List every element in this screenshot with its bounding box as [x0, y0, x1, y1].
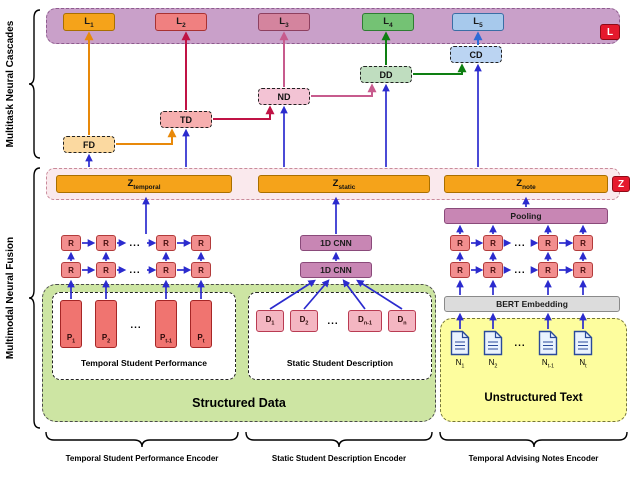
rnn-cell: R	[450, 235, 470, 251]
performance-item: Pt-1	[155, 300, 177, 348]
rnn-cell: R	[96, 235, 116, 251]
bert-embedding-box: BERT Embedding	[444, 296, 620, 312]
note-label: N2	[488, 358, 498, 370]
loss-box-l3: L3	[258, 13, 310, 31]
cascades-side-label: Multitask Neural Cascades	[5, 20, 16, 148]
rnn-cell: R	[61, 235, 81, 251]
performance-label: Pt	[197, 333, 205, 345]
loss-band	[46, 8, 620, 44]
unstructured-text-container	[440, 318, 627, 422]
description-item: Dn-1	[348, 310, 382, 332]
decoder-nd: ND	[258, 88, 310, 105]
ellipsis: ...	[130, 319, 142, 331]
note-icon	[483, 330, 503, 356]
note-icon	[538, 330, 558, 356]
temporal-performance-title: Temporal Student Performance	[81, 358, 207, 368]
z-static-box: Zstatic	[258, 175, 430, 193]
rnn-cell: R	[573, 235, 593, 251]
z-temporal-box: Ztemporal	[56, 175, 232, 193]
performance-label: P2	[101, 333, 111, 345]
description-label: Dn	[397, 315, 407, 327]
rnn-cell: R	[538, 262, 558, 278]
loss-box-l1: L1	[63, 13, 115, 31]
encoder-label-static: Static Student Description Encoder	[271, 454, 407, 463]
performance-item: Pt	[190, 300, 212, 348]
rnn-cell: R	[156, 262, 176, 278]
description-label: Dn-1	[358, 315, 372, 327]
rnn-cell: R	[191, 235, 211, 251]
loss-box-l2: L2	[155, 13, 207, 31]
description-item: D1	[256, 310, 284, 332]
loss-band-tag: L	[600, 24, 620, 40]
decoder-cd: CD	[450, 46, 502, 63]
z-label: Znote	[516, 177, 536, 191]
note-label: N1	[455, 358, 465, 370]
rnn-cell: R	[538, 235, 558, 251]
ellipsis: ...	[514, 264, 526, 276]
rnn-cell: R	[573, 262, 593, 278]
structured-data-title: Structured Data	[192, 396, 286, 410]
loss-box-l4: L4	[362, 13, 414, 31]
static-description-title: Static Student Description	[286, 358, 394, 368]
loss-label: L2	[176, 15, 186, 29]
performance-label: P1	[66, 333, 76, 345]
description-label: D2	[299, 315, 309, 327]
loss-label: L4	[383, 15, 393, 29]
z-label: Ztemporal	[127, 177, 161, 191]
performance-item: P1	[60, 300, 82, 348]
rnn-cell: R	[96, 262, 116, 278]
performance-label: Pt-1	[160, 333, 172, 345]
decoder-td: TD	[160, 111, 212, 128]
note-label: Nt	[579, 358, 587, 370]
description-label: D1	[265, 315, 275, 327]
encoder-label-notes: Temporal Advising Notes Encoder	[468, 454, 599, 463]
z-band-tag: Z	[612, 176, 630, 192]
z-label: Zstatic	[332, 177, 356, 191]
ellipsis: ...	[129, 264, 141, 276]
description-item: Dn	[388, 310, 416, 332]
decoder-dd: DD	[360, 66, 412, 83]
rnn-cell: R	[61, 262, 81, 278]
rnn-cell: R	[483, 235, 503, 251]
unstructured-text-title: Unstructured Text	[484, 392, 583, 404]
note-icon	[573, 330, 593, 356]
rnn-cell: R	[450, 262, 470, 278]
encoder-label-temporal: Temporal Student Performance Encoder	[65, 454, 219, 463]
description-item: D2	[290, 310, 318, 332]
ellipsis: ...	[514, 337, 526, 349]
performance-item: P2	[95, 300, 117, 348]
cnn-box-upper: 1D CNN	[300, 235, 372, 251]
loss-label: L1	[84, 15, 94, 29]
ellipsis: ...	[514, 237, 526, 249]
note-icon	[450, 330, 470, 356]
ellipsis: ...	[327, 315, 339, 327]
rnn-cell: R	[483, 262, 503, 278]
fusion-side-label: Multimodal Neural Fusion	[5, 236, 16, 360]
note-label: Nt-1	[541, 358, 555, 370]
loss-label: L3	[279, 15, 289, 29]
loss-box-l5: L5	[452, 13, 504, 31]
loss-label: L5	[473, 15, 483, 29]
rnn-cell: R	[156, 235, 176, 251]
decoder-fd: FD	[63, 136, 115, 153]
ellipsis: ...	[129, 237, 141, 249]
rnn-cell: R	[191, 262, 211, 278]
pooling-box: Pooling	[444, 208, 608, 224]
cnn-box-lower: 1D CNN	[300, 262, 372, 278]
z-note-box: Znote	[444, 175, 608, 193]
